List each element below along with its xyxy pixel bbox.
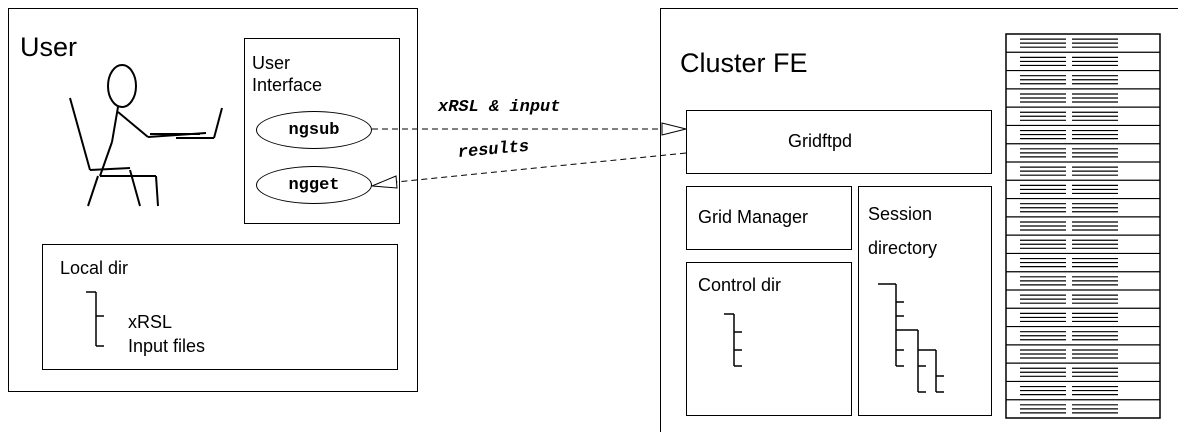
user-panel-title: User [20, 32, 78, 62]
cluster-panel-title: Cluster FE [680, 48, 808, 78]
cluster-panel [660, 8, 1178, 432]
ngget-label: ngget [288, 175, 340, 195]
local-dir-item-input: Input files [128, 336, 206, 356]
gridftpd-box [686, 110, 992, 174]
ngsub-command[interactable]: ngsub [256, 111, 372, 149]
session-directory-label-line1: Session [868, 204, 933, 224]
local-dir-tree-icon [86, 291, 104, 347]
local-dir-box [42, 244, 398, 370]
control-dir-label: Control dir [698, 275, 782, 295]
xrsl-input-arrow-label: xRSL & input [438, 98, 561, 117]
session-directory-box [858, 186, 992, 416]
user-interface-label-line1: User [252, 53, 291, 73]
grid-manager-box [686, 186, 852, 250]
session-dir-tree-icon [878, 283, 944, 393]
user-icon [69, 64, 223, 207]
control-dir-box [686, 262, 852, 416]
session-directory-label-line2: directory [868, 238, 938, 258]
results-arrow [371, 152, 687, 189]
control-dir-tree-icon [724, 313, 742, 367]
ngsub-label: ngsub [288, 120, 340, 140]
local-dir-title: Local dir [60, 258, 129, 278]
xrsl-input-arrow [372, 122, 687, 136]
grid-manager-label: Grid Manager [698, 207, 809, 227]
gridftpd-label: Gridftpd [788, 131, 853, 151]
cluster-nodes-icon [1005, 33, 1161, 419]
ngget-command[interactable]: ngget [256, 166, 372, 204]
local-dir-item-xrsl: xRSL [128, 312, 173, 332]
user-interface-label-line2: Interface [252, 75, 323, 95]
